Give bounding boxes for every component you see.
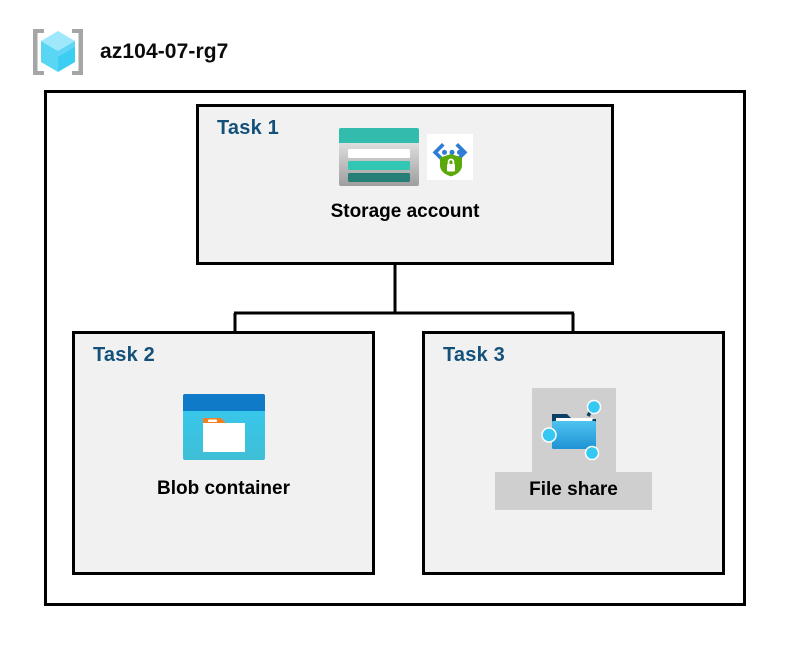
storage-account-icon-group: [337, 121, 473, 193]
task-2-label: Task 2: [93, 344, 155, 366]
task-1-label: Task 1: [217, 117, 279, 139]
task-2-box[interactable]: Task 2: [72, 331, 375, 575]
resource-group-name: az104-07-rg7: [100, 40, 229, 63]
file-share-node[interactable]: File share: [454, 388, 694, 510]
file-share-caption-plate: File share: [495, 472, 652, 510]
storage-account-caption: Storage account: [330, 201, 480, 222]
resource-group-header: az104-07-rg7: [30, 26, 228, 78]
file-share-folder-icon: [536, 392, 612, 468]
storage-account-icon: [337, 126, 421, 188]
file-share-icon-plate: [531, 388, 616, 472]
task-1-box[interactable]: Task 1: [196, 104, 614, 265]
task-3-label: Task 3: [443, 344, 505, 366]
blob-container-caption: Blob container: [156, 478, 290, 499]
task-3-box[interactable]: Task 3: [422, 331, 725, 575]
file-share-caption: File share: [529, 479, 618, 500]
storage-account-node[interactable]: Storage account: [275, 121, 535, 223]
blob-container-icon: [181, 392, 267, 462]
blob-container-node[interactable]: Blob container: [104, 392, 344, 500]
resource-group-cube-icon: [30, 26, 86, 78]
secure-endpoint-shield-icon: [427, 134, 473, 180]
